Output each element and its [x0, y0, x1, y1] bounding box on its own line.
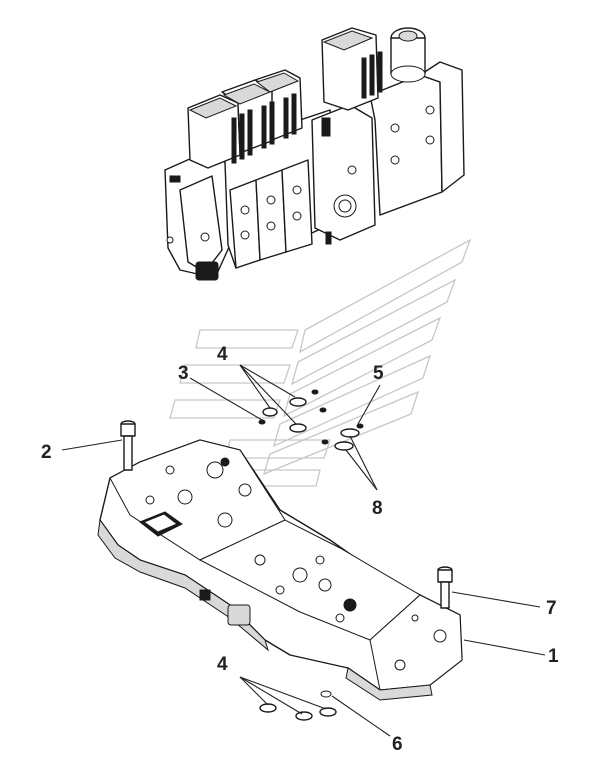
- bolt-2: [120, 420, 136, 471]
- callout-8: 8: [372, 498, 383, 519]
- manifold-base-plate: [97, 439, 463, 701]
- watermark-logo: [169, 238, 472, 487]
- callout-4-top: 4: [217, 344, 228, 365]
- valve-block-assembly: [164, 27, 465, 281]
- callout-4-bottom: 4: [217, 654, 228, 675]
- callout-7: 7: [546, 598, 557, 619]
- bolt-7: [437, 566, 453, 609]
- callout-2: 2: [41, 442, 52, 463]
- callout-3: 3: [178, 363, 189, 384]
- seals-upper: [258, 389, 364, 451]
- callout-6: 6: [392, 734, 403, 755]
- leader-lines: [61, 364, 546, 737]
- callout-1: 1: [548, 646, 559, 667]
- seals-lower: [259, 690, 337, 721]
- callout-5: 5: [373, 363, 384, 384]
